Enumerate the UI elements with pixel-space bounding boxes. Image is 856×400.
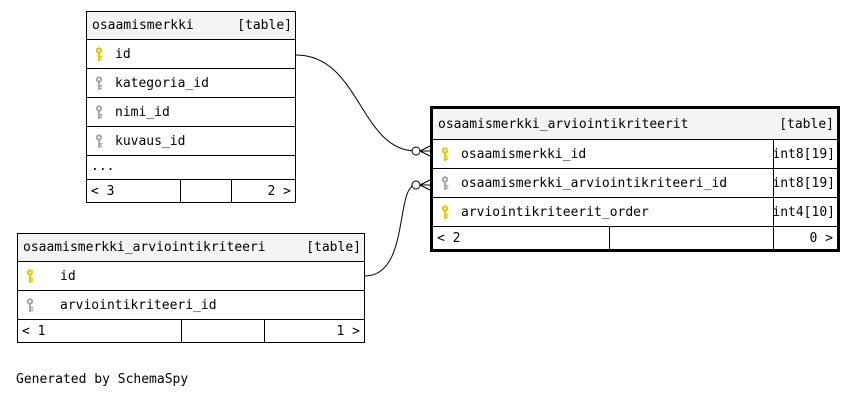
parents-count[interactable]: < 3: [87, 180, 181, 202]
column-row[interactable]: nimi_id: [87, 98, 295, 127]
parents-count[interactable]: < 2: [433, 227, 610, 249]
foreign-key-icon: [24, 297, 40, 313]
table-name[interactable]: osaamismerkki_arviointikriteerit: [438, 116, 689, 132]
table-name[interactable]: osaamismerkki: [92, 18, 194, 33]
generated-by-caption: Generated by SchemaSpy: [16, 372, 189, 387]
column-name-cell: arviointikriteeri_id: [18, 297, 364, 313]
relation-marker-circle: [411, 180, 421, 190]
column-row[interactable]: arviointikriteeri_id: [18, 291, 364, 320]
relation-osaamismerkki-to-arviointikriteerit: [295, 54, 417, 152]
column-type: int4[10]: [772, 198, 837, 226]
foreign-key-icon: [93, 133, 109, 149]
relation-arviointikriteeri-to-arviointikriteerit: [364, 184, 417, 277]
column-type: int8[19]: [772, 169, 837, 197]
foreign-key-icon: [93, 104, 109, 120]
footer-spacer: [181, 180, 231, 202]
primary-key-icon: [24, 268, 40, 284]
footer-spacer: [610, 227, 773, 249]
column-name-cell: id: [18, 268, 364, 284]
table-header: osaamismerkki_arviointikriteeri [table]: [18, 234, 364, 262]
table-header: osaamismerkki_arviointikriteerit [table]: [433, 109, 837, 140]
primary-key-icon: [439, 146, 455, 162]
footer-spacer: [182, 320, 264, 342]
relation-marker-circle: [411, 146, 421, 156]
table-osaamismerkki-arviointikriteerit[interactable]: osaamismerkki_arviointikriteerit [table]…: [430, 106, 840, 252]
table-name[interactable]: osaamismerkki_arviointikriteeri: [23, 240, 266, 255]
relation-crowfoot: [419, 179, 431, 191]
column-name[interactable]: nimi_id: [115, 104, 170, 120]
column-name-cell: osaamismerkki_arviointikriteeri_id: [433, 175, 773, 191]
children-count[interactable]: 2 >: [231, 180, 295, 202]
column-type: int8[19]: [772, 140, 837, 168]
foreign-key-icon: [439, 175, 455, 191]
column-row[interactable]: osaamismerkki_arviointikriteeri_id int8[1…: [433, 169, 837, 198]
column-name[interactable]: kategoria_id: [115, 75, 209, 91]
column-name[interactable]: osaamismerkki_id: [461, 146, 587, 162]
column-row[interactable]: kategoria_id: [87, 69, 295, 98]
column-name[interactable]: id: [115, 46, 131, 62]
children-count[interactable]: 0 >: [773, 227, 837, 249]
more-columns: ...: [87, 156, 295, 180]
column-row[interactable]: osaamismerkki_id int8[19]: [433, 140, 837, 169]
table-type-tag: [table]: [306, 240, 361, 255]
column-row[interactable]: id: [18, 262, 364, 291]
parents-count[interactable]: < 1: [18, 320, 182, 342]
table-osaamismerkki-arviointikriteeri[interactable]: osaamismerkki_arviointikriteeri [table] …: [17, 233, 365, 343]
column-name[interactable]: arviointikriteerit_order: [461, 204, 649, 220]
table-type-tag: [table]: [237, 18, 292, 33]
column-name-cell: osaamismerkki_id: [433, 146, 773, 162]
primary-key-icon: [439, 204, 455, 220]
column-name-cell: kategoria_id: [87, 75, 295, 91]
table-footer: < 3 2 >: [87, 180, 295, 202]
column-row[interactable]: arviointikriteerit_order int4[10]: [433, 198, 837, 227]
foreign-key-icon: [93, 75, 109, 91]
relation-crowfoot: [419, 145, 431, 157]
column-name[interactable]: id: [60, 268, 76, 284]
primary-key-icon: [93, 46, 109, 62]
column-row[interactable]: kuvaus_id: [87, 127, 295, 156]
column-name[interactable]: kuvaus_id: [115, 133, 186, 149]
table-header: osaamismerkki [table]: [87, 12, 295, 40]
column-name-cell: kuvaus_id: [87, 133, 295, 149]
table-footer: < 1 1 >: [18, 320, 364, 342]
table-type-tag: [table]: [779, 116, 834, 132]
children-count[interactable]: 1 >: [264, 320, 364, 342]
column-name-cell: arviointikriteerit_order: [433, 204, 773, 220]
column-row[interactable]: id: [87, 40, 295, 69]
table-footer: < 2 0 >: [433, 227, 837, 249]
column-name[interactable]: osaamismerkki_arviointikriteeri_id: [461, 175, 728, 191]
column-name-cell: nimi_id: [87, 104, 295, 120]
column-name-cell: id: [87, 46, 295, 62]
column-name[interactable]: arviointikriteeri_id: [60, 297, 217, 313]
